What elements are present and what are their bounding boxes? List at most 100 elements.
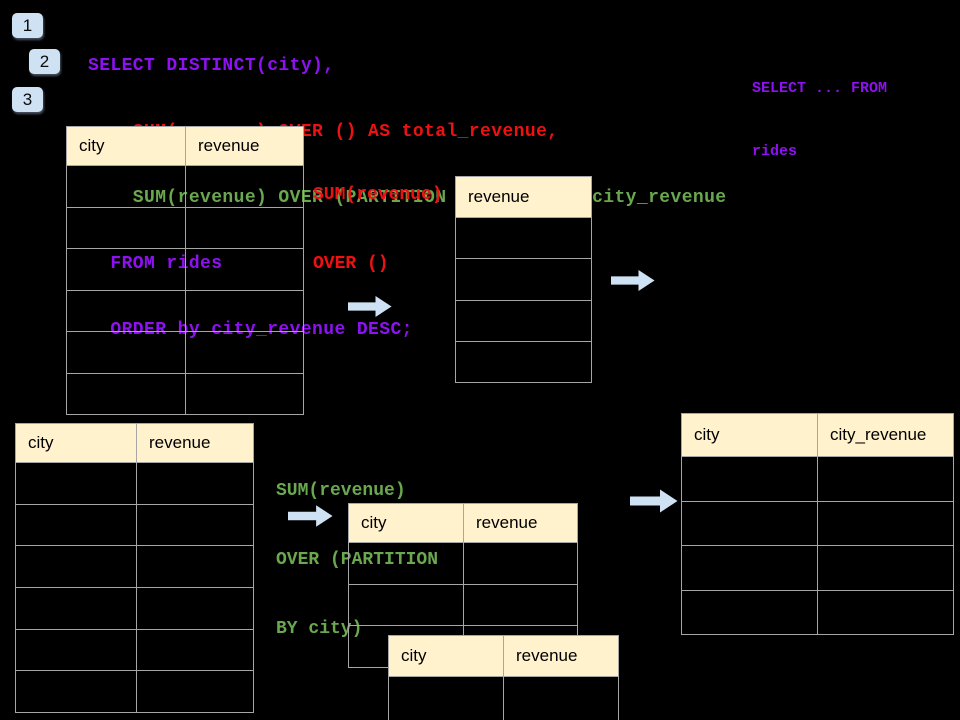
annotation-total-revenue: SUM(revenue) OVER () bbox=[313, 138, 443, 322]
table-revenue-only: revenue bbox=[455, 176, 592, 384]
table-cell bbox=[681, 545, 818, 591]
annotation-line: OVER () bbox=[313, 254, 389, 274]
table-header-row: city revenue bbox=[348, 503, 578, 543]
table-result: city city_revenue bbox=[681, 413, 954, 635]
table-cell bbox=[66, 206, 186, 249]
table-cell bbox=[136, 462, 254, 505]
arrow-right-icon bbox=[630, 489, 678, 513]
table-cell bbox=[463, 542, 578, 585]
column-header: revenue bbox=[455, 176, 592, 218]
table-cell bbox=[15, 462, 137, 505]
table-source-bottom: city revenue bbox=[15, 423, 254, 713]
table-row bbox=[681, 545, 954, 591]
column-header: city bbox=[681, 413, 818, 457]
table-cell bbox=[15, 545, 137, 588]
column-header: city bbox=[348, 503, 464, 543]
table-row bbox=[66, 206, 304, 249]
table-cell bbox=[136, 545, 254, 588]
side-note-line: SELECT ... FROM bbox=[752, 80, 888, 97]
table-cell bbox=[455, 216, 592, 260]
column-header: city bbox=[388, 635, 504, 677]
table-cell bbox=[817, 456, 954, 502]
table-row bbox=[66, 289, 304, 332]
table-cell bbox=[185, 165, 304, 208]
table-header-row: city revenue bbox=[66, 126, 304, 166]
table-cell bbox=[66, 331, 186, 374]
table-cell bbox=[455, 340, 592, 384]
step-badge-3: 3 bbox=[12, 87, 43, 112]
arrow-right-icon bbox=[288, 504, 333, 528]
step-badge-2: 2 bbox=[29, 49, 60, 74]
table-cell bbox=[15, 670, 137, 713]
side-note: SELECT ... FROM rides bbox=[752, 36, 887, 204]
table-cell bbox=[185, 248, 304, 291]
table-row bbox=[66, 331, 304, 374]
arrow-right-icon bbox=[348, 295, 392, 318]
table-cell bbox=[15, 628, 137, 672]
table-row bbox=[348, 583, 578, 627]
table-cell bbox=[136, 670, 254, 713]
table-cell bbox=[185, 331, 304, 374]
column-header: revenue bbox=[136, 423, 254, 463]
annotation-line: SUM(revenue) bbox=[276, 481, 406, 501]
table-row bbox=[681, 500, 954, 546]
table-row bbox=[455, 258, 592, 301]
side-note-line: rides bbox=[752, 143, 798, 160]
table-cell bbox=[817, 545, 954, 591]
table-cell bbox=[66, 165, 186, 208]
table-row bbox=[15, 670, 254, 713]
table-header-row: city revenue bbox=[388, 635, 619, 677]
table-row bbox=[388, 676, 619, 720]
annotation-line: SUM(revenue) bbox=[313, 185, 443, 205]
table-row bbox=[455, 340, 592, 384]
table-cell bbox=[66, 372, 186, 415]
column-header: revenue bbox=[185, 126, 304, 166]
table-row bbox=[66, 165, 304, 208]
table-partition-front: city revenue bbox=[388, 635, 619, 720]
table-row bbox=[15, 503, 254, 547]
table-row bbox=[455, 216, 592, 260]
table-cell bbox=[66, 289, 186, 332]
table-source-top: city revenue bbox=[66, 126, 304, 415]
arrow-right-icon bbox=[611, 269, 655, 292]
table-cell bbox=[388, 676, 504, 720]
table-row bbox=[15, 462, 254, 505]
table-row bbox=[66, 372, 304, 415]
table-header-row: city city_revenue bbox=[681, 413, 954, 457]
table-cell bbox=[681, 500, 818, 546]
table-row bbox=[681, 456, 954, 502]
table-row bbox=[15, 586, 254, 630]
table-cell bbox=[15, 503, 137, 547]
column-header: city bbox=[66, 126, 186, 166]
sql-line: SELECT DISTINCT(city), bbox=[88, 56, 335, 76]
column-header: city bbox=[15, 423, 137, 463]
table-row bbox=[348, 542, 578, 585]
table-header-row: city revenue bbox=[15, 423, 254, 463]
table-cell bbox=[185, 289, 304, 332]
table-partition-back: city revenue bbox=[348, 503, 578, 668]
table-cell bbox=[66, 248, 186, 291]
table-cell bbox=[817, 589, 954, 635]
table-cell bbox=[681, 456, 818, 502]
table-cell bbox=[817, 500, 954, 546]
table-cell bbox=[455, 299, 592, 342]
table-header-row: revenue bbox=[455, 176, 592, 218]
table-cell bbox=[503, 676, 619, 720]
table-cell bbox=[185, 372, 304, 415]
step-badge-1: 1 bbox=[12, 13, 43, 38]
table-cell bbox=[348, 583, 464, 627]
column-header: revenue bbox=[463, 503, 578, 543]
table-cell bbox=[455, 258, 592, 301]
table-cell bbox=[185, 206, 304, 249]
table-row bbox=[15, 628, 254, 672]
table-cell bbox=[463, 583, 578, 627]
table-cell bbox=[136, 586, 254, 630]
table-cell bbox=[136, 628, 254, 672]
table-row bbox=[66, 248, 304, 291]
table-cell bbox=[681, 589, 818, 635]
table-row bbox=[681, 589, 954, 635]
column-header: city_revenue bbox=[817, 413, 954, 457]
table-cell bbox=[136, 503, 254, 547]
column-header: revenue bbox=[503, 635, 619, 677]
